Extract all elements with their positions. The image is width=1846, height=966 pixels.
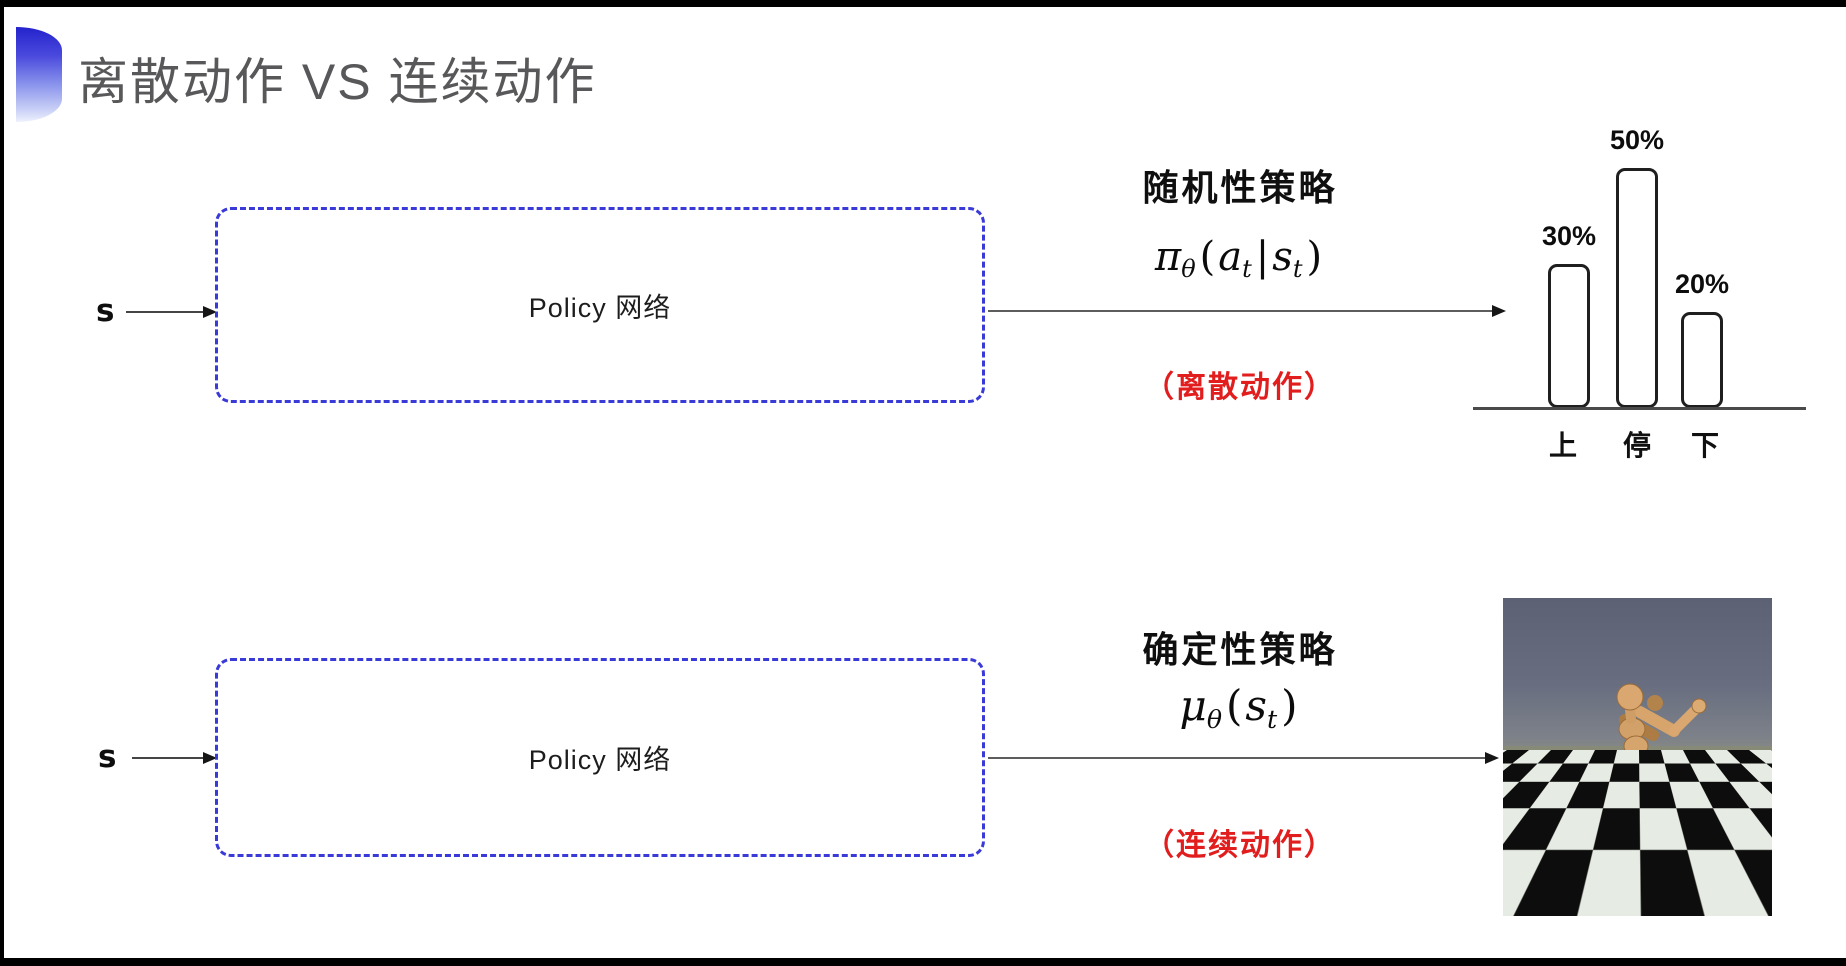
discrete-action-note: （离散动作） xyxy=(1144,371,1336,404)
policy-network-label: Policy 网络 xyxy=(528,745,672,775)
bar xyxy=(1548,264,1590,408)
frame-top-border xyxy=(0,0,1846,7)
bar-value-label: 50% xyxy=(1609,125,1665,155)
action-probability-chart: 30% 50% 20% 上 停 下 xyxy=(1473,108,1806,461)
continuous-action-note: （连续动作） xyxy=(1144,829,1336,862)
policy-network-label: Policy 网络 xyxy=(528,292,672,323)
state-input-label-row2: s xyxy=(98,739,117,775)
output-arrow-row2 xyxy=(988,757,1486,759)
frame-bottom-border xyxy=(0,958,1846,966)
stochastic-policy-formula: πθ(at|st) xyxy=(1154,234,1323,284)
category-label-stop: 停 xyxy=(1622,430,1652,461)
page-title: 离散动作 VS 连续动作 xyxy=(78,54,597,110)
frame-left-border xyxy=(0,0,4,966)
chart-baseline xyxy=(1473,407,1806,410)
output-arrow-row1 xyxy=(988,310,1493,312)
bar-value-label: 20% xyxy=(1674,269,1730,299)
deterministic-policy-title: 确定性策略 xyxy=(1142,629,1338,670)
humanoid-robot-figure xyxy=(1507,683,1707,916)
bar xyxy=(1681,312,1723,408)
deterministic-policy-formula: μθ(st) xyxy=(1179,681,1298,734)
input-arrow-row2 xyxy=(132,757,204,759)
category-label-up: 上 xyxy=(1548,430,1578,461)
input-arrow-row1 xyxy=(126,311,204,313)
title-bullet-icon xyxy=(16,27,62,122)
bar xyxy=(1616,168,1658,408)
category-label-down: 下 xyxy=(1690,430,1720,461)
state-input-label-row1: s xyxy=(96,293,115,329)
policy-network-box-row1: Policy 网络 xyxy=(215,207,985,403)
bar-value-label: 30% xyxy=(1541,221,1597,251)
policy-network-box-row2: Policy 网络 xyxy=(215,658,985,857)
stochastic-policy-title: 随机性策略 xyxy=(1142,167,1338,208)
humanoid-simulation-image xyxy=(1503,598,1772,916)
